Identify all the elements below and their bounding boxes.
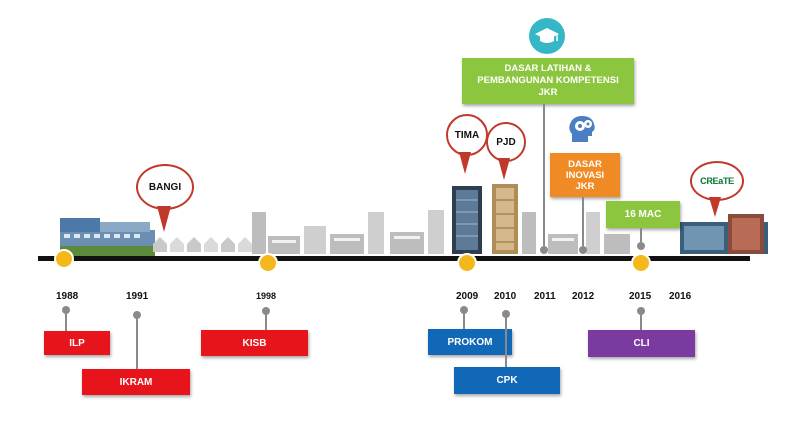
graduation-cap-icon [529,18,565,54]
bubble-pjd: PJD [486,122,526,162]
city-buildings [252,210,630,254]
box-dasar-inovasi: DASAR INOVASI JKR [550,153,620,197]
box-ikram: IKRAM [82,369,190,395]
bubble-tima: TIMA [446,114,488,156]
connector-dot [637,242,645,250]
year-label: 2016 [669,291,692,302]
bubble-pointer [709,197,721,217]
year-label: 2012 [572,291,595,302]
brain-gears-icon [566,112,600,146]
band-concession: CONCESSION [329,268,403,280]
bubble-bangi: BANGI [136,164,194,210]
box-16-mac: 16 MAC [606,201,680,228]
connector-stem [582,197,584,246]
year-label: 1998 [256,291,277,301]
create-logo-text: CREaTE [700,176,734,186]
houses [153,237,252,252]
connector-stem [505,314,507,368]
connector-stem [136,315,138,370]
box-prokom: PROKOM [428,329,512,355]
connector-stem [463,310,465,330]
pjd-tower [492,184,518,254]
year-label: 2011 [534,291,556,302]
connector-stem [640,228,642,242]
year-label: 2015 [629,291,652,302]
box-kisb: KISB [201,330,308,356]
year-label: 1991 [126,291,149,302]
campus-building-right [680,214,768,254]
milestone-dot [258,253,278,273]
connector-stem [265,311,267,331]
band-cli-jkr: CLI, JKR [672,268,718,280]
year-label: 1988 [56,291,79,302]
band-jkr: JKR [152,268,175,280]
connector-dot [579,246,587,254]
year-label: 2010 [494,291,517,302]
connector-stem [543,104,545,246]
milestone-dot [54,249,74,269]
bubble-pointer [498,158,510,180]
year-label: 2009 [456,291,479,302]
box-ilp: ILP [44,331,110,355]
box-dasar-latihan: DASAR LATIHAN & PEMBANGUNAN KOMPETENSI J… [462,58,634,104]
tima-tower [452,186,482,254]
band-blp-jkr: BLP, JKR [528,268,578,280]
milestone-dot [631,253,651,273]
create-logo: CREaTE [690,161,744,201]
connector-stem [640,311,642,331]
box-cli: CLI [588,330,695,357]
bubble-pointer [157,206,171,232]
campus-building-left [60,218,155,256]
connector-stem [65,310,67,332]
bubble-pointer [459,152,471,174]
box-cpk: CPK [454,367,560,394]
connector-dot [540,246,548,254]
timeline-axis [38,256,750,261]
milestone-dot [457,253,477,273]
